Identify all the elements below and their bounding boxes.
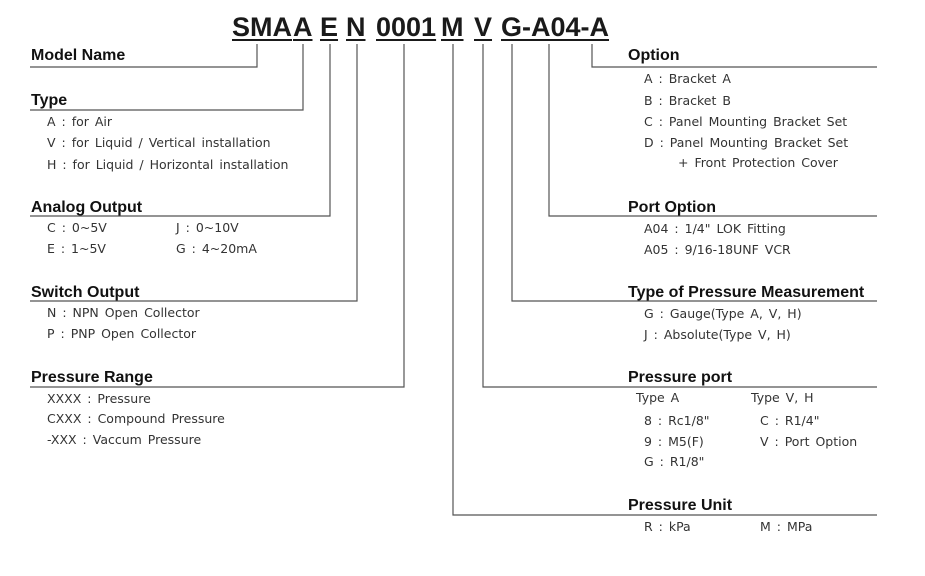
code-switch: N [346, 12, 366, 42]
connector-port-option [548, 44, 877, 217]
code-range: 0001 [376, 12, 437, 42]
option-item: D : Panel Mounting Bracket Set [644, 135, 849, 150]
type-item: H : for Liquid / Horizontal installation [47, 157, 289, 172]
pressure-unit-title: Pressure Unit [628, 497, 733, 514]
option-item: + Front Protection Cover [678, 155, 838, 170]
connector-switch-output [30, 44, 358, 302]
connector-option [591, 44, 877, 68]
model-name-title: Model Name [31, 47, 126, 64]
code-type: A [293, 12, 313, 42]
option-item: A : Bracket A [644, 71, 731, 86]
option-title: Option [628, 47, 680, 64]
type-item: V : for Liquid / Vertical installation [47, 135, 271, 150]
pressure-port-item: G : R1/8" [644, 454, 705, 469]
pressure-range-item: -XXX : Vaccum Pressure [47, 432, 202, 447]
connector-analog-output [30, 44, 331, 217]
pressure-port-title: Pressure port [628, 369, 733, 386]
code-analog: E [320, 12, 339, 42]
code-measurement: V [474, 12, 493, 42]
connector-type [30, 44, 304, 111]
switch-output-item: P : PNP Open Collector [47, 326, 197, 341]
type-title: Type [31, 92, 68, 109]
code-sma: SMA [232, 12, 292, 42]
connector-model-name [30, 44, 258, 68]
analog-output-item: C : 0~5V [47, 220, 107, 235]
port-option-item: A04 : 1/4" LOK Fitting [644, 221, 786, 236]
option-item: B : Bracket B [644, 93, 731, 108]
pressure-range-item: XXXX : Pressure [47, 391, 151, 406]
pressure-port-item: 9 : M5(F) [644, 434, 704, 449]
type-item: A : for Air [47, 114, 113, 129]
pressure-unit-item: R : kPa [644, 519, 691, 534]
analog-output-item: E : 1~5V [47, 241, 106, 256]
connector-measurement [511, 44, 877, 302]
pressure-port-col-vh: Type V, H [751, 390, 814, 405]
switch-output-title: Switch Output [31, 284, 140, 301]
pressure-range-title: Pressure Range [31, 369, 153, 386]
connector-pressure-range [30, 44, 405, 388]
connector-pressure-port [482, 44, 877, 388]
pressure-port-col-a: Type A [636, 390, 680, 405]
option-item: C : Panel Mounting Bracket Set [644, 114, 848, 129]
code-unit: M [441, 12, 464, 42]
measurement-item: J : Absolute(Type V, H) [644, 327, 791, 342]
pressure-unit-item: M : MPa [760, 519, 813, 534]
measurement-item: G : Gauge(Type A, V, H) [644, 306, 802, 321]
pressure-port-item: C : R1/4" [760, 413, 820, 428]
port-option-item: A05 : 9/16-18UNF VCR [644, 242, 791, 257]
switch-output-item: N : NPN Open Collector [47, 305, 200, 320]
pressure-range-item: CXXX : Compound Pressure [47, 411, 225, 426]
pressure-port-item: 8 : Rc1/8" [644, 413, 710, 428]
port-option-title: Port Option [628, 199, 716, 216]
pressure-port-item: V : Port Option [760, 434, 858, 449]
analog-output-title: Analog Output [31, 199, 143, 216]
connector-pressure-unit [452, 44, 877, 516]
analog-output-item: G : 4~20mA [176, 241, 257, 256]
code-port-option: G-A04-A [501, 12, 610, 42]
measurement-title: Type of Pressure Measurement [628, 284, 865, 301]
analog-output-item: J : 0~10V [176, 220, 239, 235]
